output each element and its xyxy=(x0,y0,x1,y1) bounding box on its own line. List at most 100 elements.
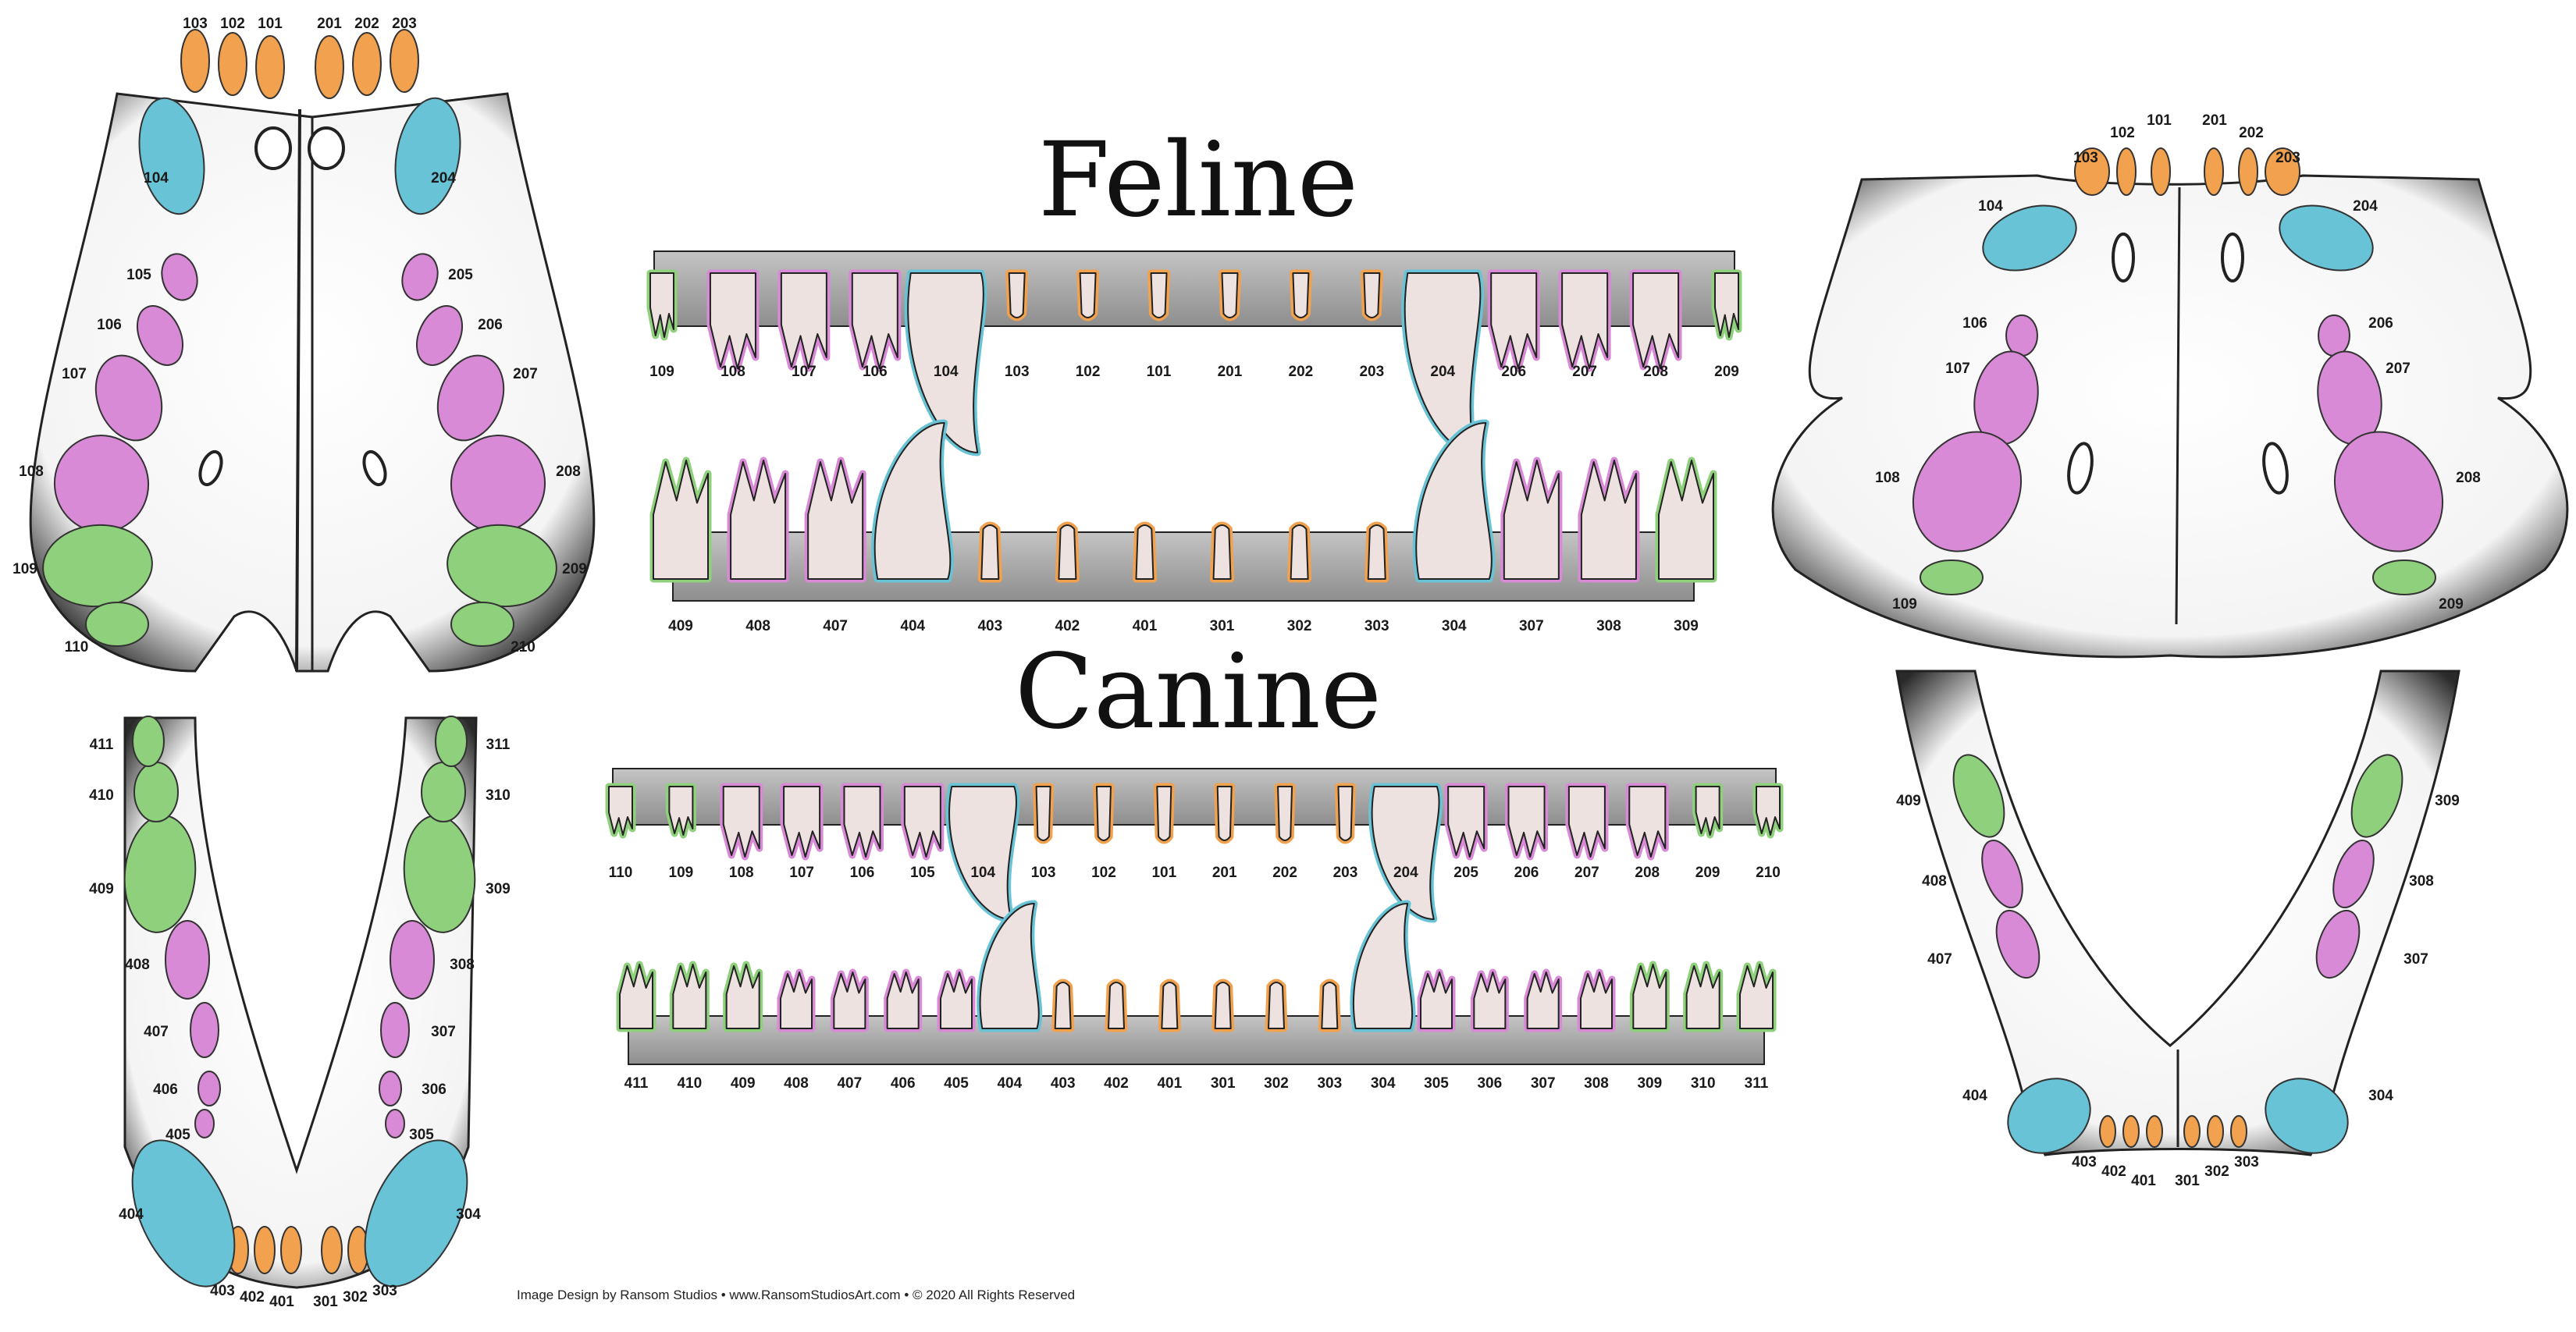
tooth-number-107: 107 xyxy=(792,364,817,380)
canine-lower-jaw-bar xyxy=(628,1015,1765,1065)
feline-upper-tooth-108 xyxy=(709,272,756,369)
tooth-number-208: 208 xyxy=(1643,364,1668,380)
tooth-number-308: 308 xyxy=(2409,873,2434,890)
feline-mandible-tooth-401 xyxy=(2146,1115,2163,1148)
tooth-number-209: 209 xyxy=(1695,865,1720,881)
tooth-number-404: 404 xyxy=(119,1206,144,1223)
canine-upper-tooth-210 xyxy=(1756,786,1781,836)
canine-mandible-tooth-402 xyxy=(254,1226,276,1274)
tooth-number-308: 308 xyxy=(450,957,475,973)
feline-upper-tooth-202 xyxy=(1292,272,1310,318)
canine-mandible-tooth-407 xyxy=(190,1002,219,1058)
canine-lower-tooth-411 xyxy=(619,964,653,1029)
tooth-number-203: 203 xyxy=(2275,150,2300,166)
tooth-number-301: 301 xyxy=(1210,618,1235,634)
tooth-number-204: 204 xyxy=(1393,865,1418,881)
canine-maxilla-tooth-205 xyxy=(401,253,439,301)
tooth-number-410: 410 xyxy=(677,1075,702,1092)
canine-upper-tooth-106 xyxy=(843,786,881,858)
canine-mandible-tooth-307 xyxy=(380,1002,410,1058)
tooth-number-302: 302 xyxy=(343,1289,368,1305)
canine-maxilla-tooth-203 xyxy=(390,29,419,93)
canine-mandible-tooth-306 xyxy=(379,1071,402,1106)
tooth-number-409: 409 xyxy=(89,881,114,897)
tooth-number-104: 104 xyxy=(934,364,959,380)
tooth-number-205: 205 xyxy=(448,267,473,283)
feline-lower-tooth-308 xyxy=(1580,460,1637,580)
canine-upper-tooth-205 xyxy=(1447,786,1485,858)
canine-lower-tooth-306 xyxy=(1473,971,1507,1029)
feline-lower-tooth-409 xyxy=(653,460,709,580)
canine-maxilla-midline xyxy=(295,108,301,672)
tooth-number-202: 202 xyxy=(354,16,379,32)
canine-maxilla-tooth-202 xyxy=(352,32,382,96)
canine-maxilla-tooth-206 xyxy=(415,305,464,366)
feline-maxilla-tooth-201 xyxy=(2204,147,2224,196)
canine-mandible-tooth-304 xyxy=(364,1139,468,1288)
tooth-number-202: 202 xyxy=(2239,125,2264,141)
tooth-number-404: 404 xyxy=(997,1075,1022,1092)
canine-mandible-tooth-305 xyxy=(385,1109,405,1138)
feline-upper-tooth-206 xyxy=(1490,272,1538,369)
canine-mandible-tooth-404 xyxy=(131,1139,236,1288)
tooth-number-209: 209 xyxy=(562,561,587,577)
tooth-number-305: 305 xyxy=(409,1127,434,1143)
feline-upper-tooth-207 xyxy=(1561,272,1609,369)
tooth-number-201: 201 xyxy=(317,16,342,32)
tooth-number-207: 207 xyxy=(513,366,538,382)
feline-mandible-bone xyxy=(1895,670,2460,1156)
tooth-number-403: 403 xyxy=(210,1283,235,1299)
tooth-number-105: 105 xyxy=(126,267,151,283)
feline-mandible-tooth-408 xyxy=(1981,840,2023,908)
canine-mandible-tooth-308 xyxy=(390,920,435,1000)
canine-lower-tooth-301 xyxy=(1214,982,1232,1029)
tooth-number-204: 204 xyxy=(2353,198,2378,215)
tooth-number-309: 309 xyxy=(1637,1075,1662,1092)
tooth-number-102: 102 xyxy=(1091,865,1116,881)
feline-lower-tooth-304 xyxy=(1415,422,1493,580)
canine-lower-tooth-405 xyxy=(940,971,973,1029)
canine-maxilla-foramen-right xyxy=(308,126,345,170)
feline-maxilla-tooth-208 xyxy=(2333,431,2444,552)
canine-lower-tooth-401 xyxy=(1161,982,1179,1029)
tooth-number-104: 104 xyxy=(970,865,995,881)
canine-maxilla-hole-right xyxy=(362,449,387,487)
tooth-number-405: 405 xyxy=(165,1127,190,1143)
feline-mandible-tooth-409 xyxy=(1952,754,2005,838)
tooth-number-402: 402 xyxy=(2101,1163,2126,1180)
tooth-number-411: 411 xyxy=(624,1075,649,1092)
canine-lower-tooth-403 xyxy=(1054,982,1072,1029)
canine-upper-tooth-109 xyxy=(668,786,694,836)
canine-lower-tooth-402 xyxy=(1108,982,1125,1029)
canine-maxilla-tooth-207 xyxy=(436,354,505,442)
tooth-number-110: 110 xyxy=(65,639,89,655)
tooth-number-405: 405 xyxy=(944,1075,969,1092)
tooth-number-406: 406 xyxy=(153,1082,178,1098)
tooth-number-402: 402 xyxy=(240,1289,265,1305)
tooth-number-402: 402 xyxy=(1104,1075,1129,1092)
tooth-number-103: 103 xyxy=(183,16,208,32)
tooth-number-104: 104 xyxy=(144,170,169,186)
tooth-number-409: 409 xyxy=(1896,793,1921,809)
feline-maxilla-foramen-left xyxy=(2112,233,2135,282)
tooth-number-309: 309 xyxy=(486,881,511,897)
canine-mandible-tooth-411 xyxy=(132,716,165,767)
tooth-number-202: 202 xyxy=(1272,865,1297,881)
feline-maxilla-hole-left xyxy=(2067,442,2094,495)
feline-lower-tooth-402 xyxy=(1058,524,1077,580)
feline-upper-tooth-209 xyxy=(1714,272,1739,338)
canine-upper-tooth-101 xyxy=(1156,786,1172,841)
canine-upper-tooth-202 xyxy=(1277,786,1293,841)
tooth-number-301: 301 xyxy=(2175,1173,2200,1189)
tooth-number-401: 401 xyxy=(1157,1075,1182,1092)
tooth-number-303: 303 xyxy=(1317,1075,1342,1092)
tooth-number-401: 401 xyxy=(269,1294,294,1310)
tooth-number-408: 408 xyxy=(125,957,150,973)
canine-upper-tooth-102 xyxy=(1095,786,1112,841)
feline-lower-tooth-309 xyxy=(1658,460,1714,580)
feline-maxilla-hole-right xyxy=(2262,442,2289,495)
canine-mandible-tooth-301 xyxy=(321,1226,343,1274)
canine-maxilla-tooth-210 xyxy=(450,602,514,647)
